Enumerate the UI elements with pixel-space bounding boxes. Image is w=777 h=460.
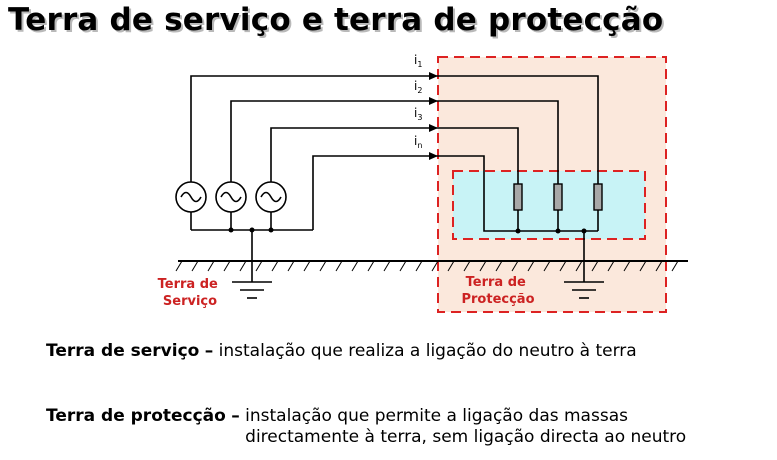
- current-label-i3: i3: [414, 106, 422, 122]
- definition-dash: –: [204, 341, 214, 361]
- load-resistor-1: [513, 183, 523, 211]
- load-resistor-3: [593, 183, 603, 211]
- definition-text: instalação que realiza a ligação do neut…: [218, 341, 637, 361]
- load-resistor-2: [553, 183, 563, 211]
- junction-dots: [228, 227, 587, 234]
- page-title: Terra de serviço e terra de protecção: [8, 2, 664, 38]
- current-arrows: [429, 72, 438, 160]
- current-label-i2: i2: [414, 79, 422, 95]
- definition-protection: Terra de protecção – instalação que perm…: [46, 406, 686, 448]
- definition-term: Terra de serviço: [46, 341, 200, 361]
- ac-source-3: [255, 181, 287, 213]
- phase-3-conductor: [270, 127, 519, 185]
- definition-term: Terra de protecção: [46, 406, 226, 426]
- definition-dash: –: [231, 406, 240, 426]
- current-label-i1: i1: [414, 53, 422, 69]
- current-label-in: in: [414, 134, 422, 150]
- arrow-i3: [429, 124, 438, 132]
- phase-1-conductor: [190, 75, 599, 185]
- earthing-diagram: i1 i2 i3 in Terra de Serviço Terra de Pr…: [158, 53, 688, 313]
- arrow-i2: [429, 97, 438, 105]
- arrow-in: [429, 152, 438, 160]
- ground-surface: [175, 260, 688, 272]
- protection-earth-symbol: [564, 281, 604, 299]
- protection-earth-label: Terra de Protecção: [461, 275, 534, 307]
- load-enclosure-box: [452, 170, 646, 240]
- ac-source-1: [175, 181, 207, 213]
- arrow-i1: [429, 72, 438, 80]
- conductors: [190, 75, 599, 282]
- definition-text: instalação que permite a ligação das mas…: [245, 406, 687, 447]
- service-earth-symbol: [232, 281, 272, 299]
- phase-2-conductor: [230, 100, 559, 185]
- neutral-conductor: [312, 155, 598, 232]
- definition-service: Terra de serviço – instalação que realiz…: [46, 341, 637, 361]
- service-earth-label: Terra de Serviço: [158, 277, 223, 309]
- ac-source-2: [215, 181, 247, 213]
